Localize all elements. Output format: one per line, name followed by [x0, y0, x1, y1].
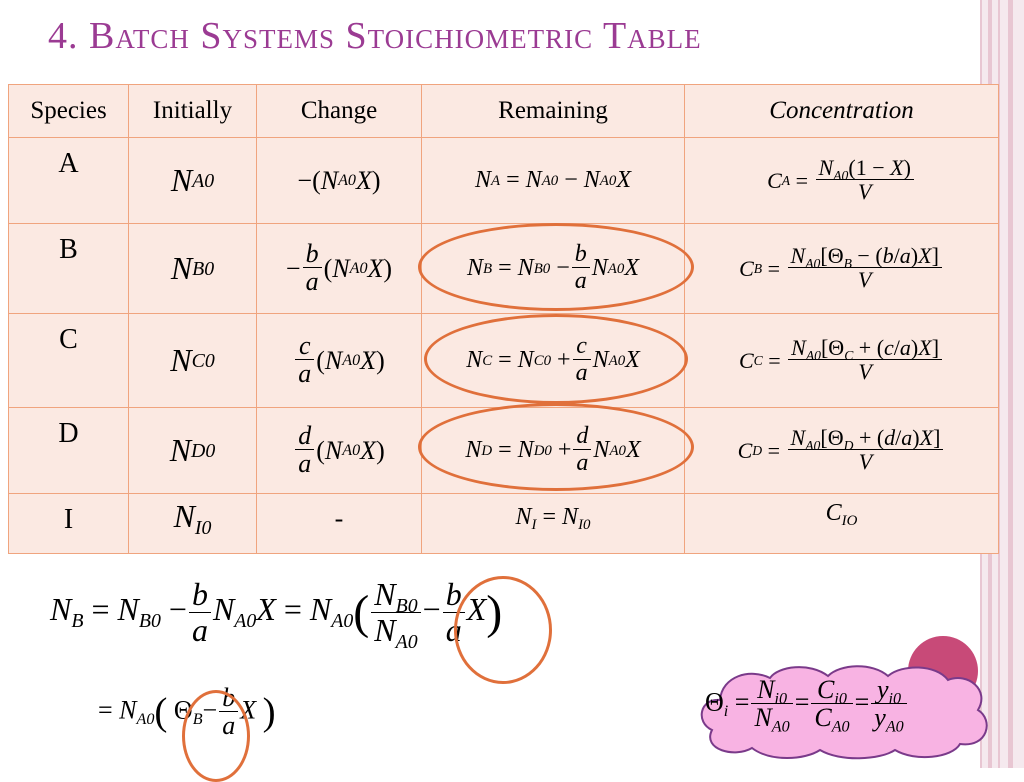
initial-i: NI0 — [128, 493, 257, 554]
table-header-row: Species Initially Change Remaining Conce… — [8, 84, 999, 138]
species-b: B — [8, 223, 129, 314]
highlight-oval-d — [418, 403, 694, 491]
highlight-oval-b — [418, 223, 694, 311]
remaining-i: NI = NI0 — [421, 493, 685, 554]
cloud-shape — [700, 665, 988, 760]
species-a: A — [8, 137, 129, 224]
highlight-oval-ratio — [454, 576, 552, 684]
highlight-oval-theta — [182, 690, 250, 782]
header-species: Species — [8, 84, 129, 138]
species-c: C — [8, 313, 129, 408]
concentration-i: CIO — [684, 493, 999, 554]
table-row: I NI0 - NI = NI0 CIO — [8, 493, 999, 554]
species-i: I — [8, 493, 129, 554]
header-concentration: Concentration — [684, 84, 999, 138]
header-initially: Initially — [128, 84, 257, 138]
change-dash: - — [334, 504, 344, 533]
change-i: - — [256, 493, 422, 554]
species-d: D — [8, 407, 129, 494]
header-change: Change — [256, 84, 422, 138]
highlight-oval-c — [424, 314, 688, 404]
header-remaining: Remaining — [421, 84, 685, 138]
slide-title: 4. Batch Systems Stoichiometric Table — [48, 15, 702, 57]
